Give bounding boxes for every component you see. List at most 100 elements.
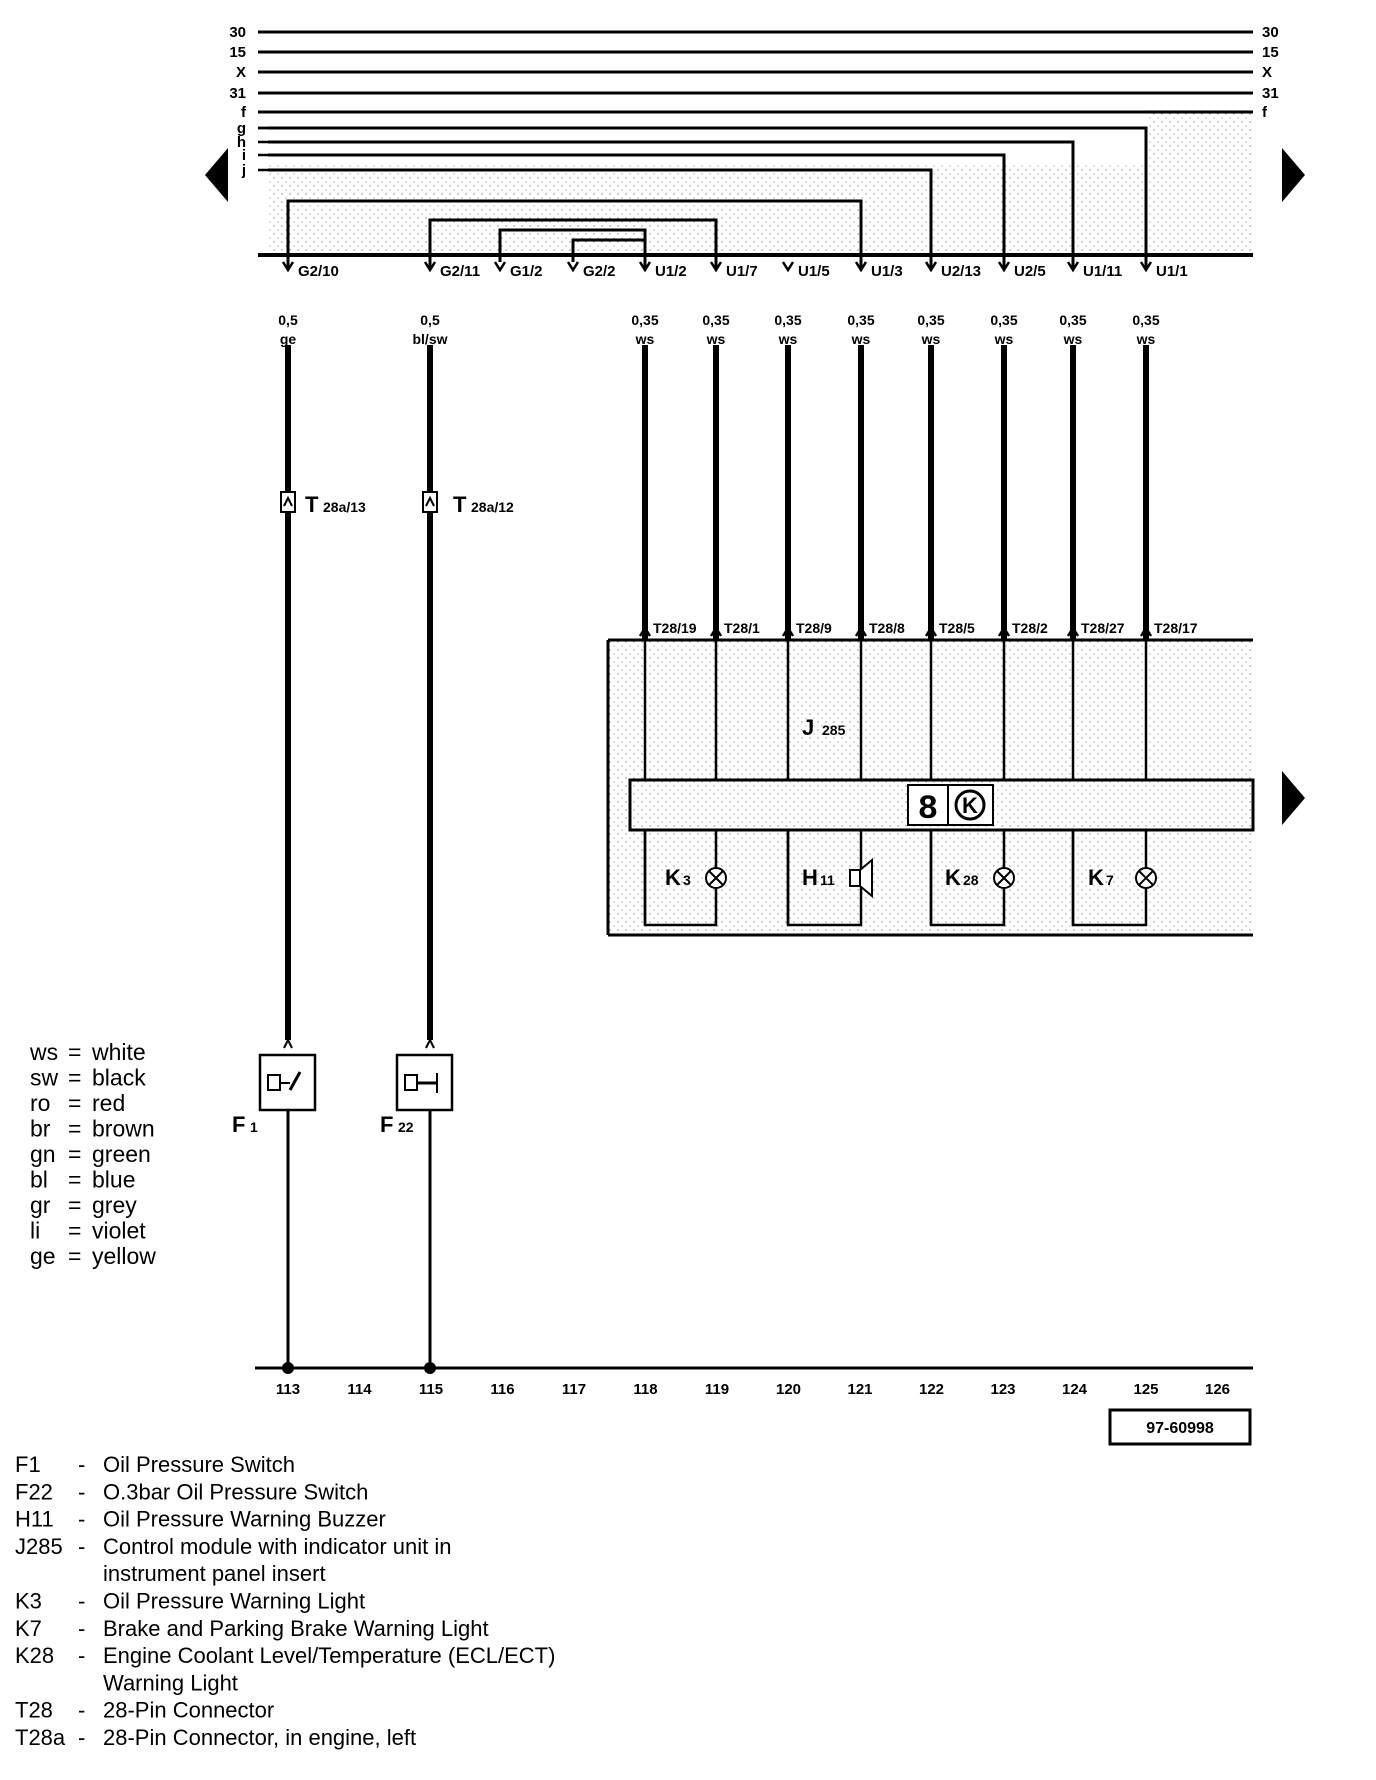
pin-marker <box>493 261 507 273</box>
pin-marker <box>423 261 437 273</box>
wire-color: bl/sw <box>412 331 447 347</box>
pin-marker <box>781 261 795 273</box>
legend-code: K3 <box>15 1589 42 1614</box>
legend-description: Oil Pressure Switch <box>103 1452 295 1477</box>
t28-pin-label: T28/19 <box>653 620 697 636</box>
f1-oil-pressure-switch: F 1 <box>232 1037 317 1368</box>
digit-display-value: 8 <box>918 791 938 829</box>
pin-marker <box>1139 261 1153 273</box>
document-number: 97-60998 <box>1146 1420 1214 1437</box>
wire-size: 0,5 <box>420 312 440 328</box>
color-equals: = <box>68 1141 81 1167</box>
bus-label-left: X <box>236 64 246 81</box>
t28-pin-marker <box>924 625 938 637</box>
wire-color: ge <box>280 331 297 347</box>
color-code: ge <box>30 1243 56 1269</box>
connector-label: T <box>305 492 319 517</box>
reference-number: 115 <box>419 1381 443 1398</box>
color-equals: = <box>68 1167 81 1193</box>
reference-number: 117 <box>562 1381 586 1398</box>
wire-size: 0,35 <box>631 312 658 328</box>
internal-routing <box>268 126 1148 268</box>
bus-label-right: 31 <box>1262 85 1279 102</box>
pin-label: U1/7 <box>726 263 758 280</box>
legend-dash: - <box>78 1507 85 1532</box>
reference-number: 122 <box>919 1381 944 1398</box>
reference-number: 123 <box>990 1381 1015 1398</box>
bus-label-right: 15 <box>1262 44 1279 61</box>
wire-color: ws <box>1063 331 1083 347</box>
pin-label: U1/3 <box>871 263 903 280</box>
color-name: green <box>92 1141 151 1167</box>
bus-label-left: j <box>241 162 246 179</box>
legend-description: O.3bar Oil Pressure Switch <box>103 1479 368 1504</box>
wire-labels: 0,5ge0,5bl/sw0,35ws0,35ws0,35ws0,35ws0,3… <box>278 312 1160 347</box>
k7-lamp: K 7 <box>1088 865 1157 890</box>
h11-label: H <box>802 865 818 890</box>
reference-number: 120 <box>776 1381 801 1398</box>
wire-size: 0,35 <box>847 312 874 328</box>
t28-pin-label: T28/5 <box>939 620 975 636</box>
legend-dash: - <box>78 1589 85 1614</box>
legend-code: F1 <box>15 1452 41 1477</box>
bus-label-left: 31 <box>229 85 246 102</box>
pin-marker <box>997 261 1011 273</box>
reference-number: 119 <box>705 1381 729 1398</box>
inline-connector-t28a-13: T 28a/13 <box>280 491 366 517</box>
color-equals: = <box>68 1090 81 1116</box>
wire-size: 0,35 <box>774 312 801 328</box>
color-equals: = <box>68 1218 81 1244</box>
legend-code: F22 <box>15 1479 53 1504</box>
buzzer-icon <box>849 869 861 887</box>
color-code: ro <box>30 1090 50 1116</box>
h11-sub-label: 11 <box>820 872 835 888</box>
bus-label-left: 30 <box>229 24 246 41</box>
legend-description: Oil Pressure Warning Buzzer <box>103 1507 386 1532</box>
legend-code: K28 <box>15 1643 54 1668</box>
pin-label: U1/11 <box>1083 263 1122 280</box>
wire-size: 0,35 <box>917 312 944 328</box>
reference-number: 126 <box>1205 1381 1230 1398</box>
k3-label: K <box>665 865 681 890</box>
legend-description: instrument panel insert <box>103 1561 326 1586</box>
pin-marker <box>854 261 868 273</box>
pin-marker <box>638 261 652 273</box>
wire-size: 0,35 <box>990 312 1017 328</box>
wire-runs <box>285 345 1149 1040</box>
bus-label-right: f <box>1262 104 1268 121</box>
bus-label-left: g <box>237 120 246 137</box>
f1-sub-label: 1 <box>250 1119 258 1135</box>
wire-color-key: ws=whitesw=blackro=redbr=browngn=greenbl… <box>29 1039 156 1269</box>
harness-shading-right <box>1148 110 1253 170</box>
pin-marker <box>709 261 723 273</box>
legend-dash: - <box>78 1452 85 1477</box>
t28-pin-marker <box>997 625 1011 637</box>
pin-label: U1/5 <box>798 263 830 280</box>
harness-shading <box>268 165 1253 255</box>
t28-pin-label: T28/8 <box>869 620 905 636</box>
color-code: gr <box>30 1192 51 1218</box>
wire-color: ws <box>635 331 655 347</box>
f22-oil-pressure-switch: F 22 <box>380 1037 454 1368</box>
digit-display <box>907 784 949 826</box>
k28-sub-label: 28 <box>963 872 979 888</box>
legend-code: J285 <box>15 1534 63 1559</box>
pin-label: G2/2 <box>583 263 616 280</box>
t28-pin-label: T28/2 <box>1012 620 1048 636</box>
f22-label: F <box>380 1112 393 1137</box>
color-name: grey <box>92 1192 137 1218</box>
legend-dash: - <box>78 1479 85 1504</box>
page-right-arrow-icon-lower[interactable] <box>1282 771 1305 825</box>
page-left-arrow-icon[interactable] <box>205 148 228 202</box>
legend-description: Engine Coolant Level/Temperature (ECL/EC… <box>103 1643 555 1668</box>
wire-color: ws <box>921 331 941 347</box>
h11-buzzer: H 11 <box>802 857 873 899</box>
t28-pin-marker <box>1139 625 1153 637</box>
legend-dash: - <box>78 1534 85 1559</box>
page-right-arrow-icon[interactable] <box>1282 148 1305 202</box>
wire-size: 0,35 <box>1059 312 1086 328</box>
color-code: gn <box>30 1141 56 1167</box>
